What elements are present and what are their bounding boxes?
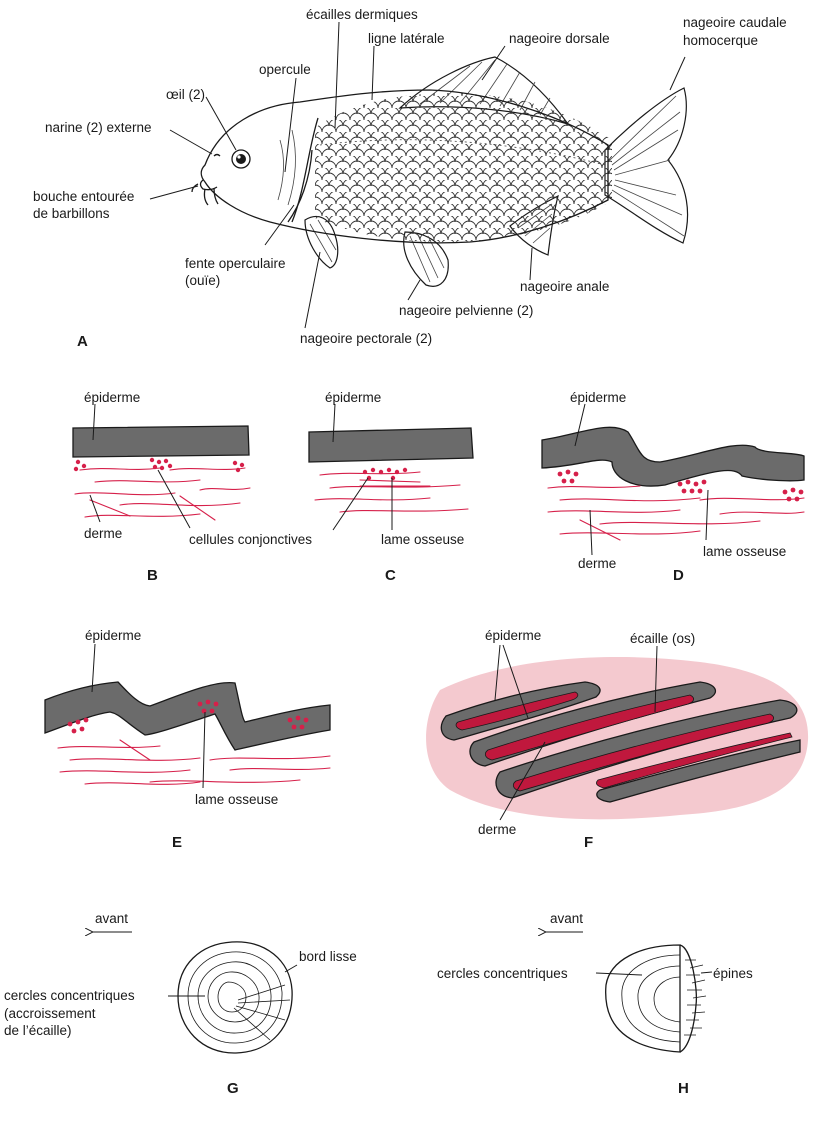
panel-g: avant bord lisse cercles concentriques (… — [4, 911, 357, 1097]
panel-letter-c: C — [385, 567, 396, 584]
dermis-fibres-b — [75, 468, 250, 520]
label-g-avant: avant — [95, 911, 128, 926]
eye-pupil — [236, 154, 246, 164]
scale-cycloid — [178, 942, 292, 1053]
operculum-lines — [278, 130, 295, 205]
label-barbillons: de barbillons — [33, 206, 110, 221]
scale-ctenoid — [606, 945, 706, 1052]
label-ligne-laterale: ligne latérale — [368, 31, 445, 46]
connective-cells-b — [74, 458, 244, 472]
panel-c: épiderme lame osseuse C — [309, 390, 473, 584]
panel-letter-d: D — [673, 567, 684, 584]
label-h-avant: avant — [550, 911, 583, 926]
panel-letter-b: B — [147, 567, 158, 584]
label-narine: narine (2) externe — [45, 120, 152, 135]
panel-letter-e: E — [172, 834, 182, 851]
label-g-bord-lisse: bord lisse — [299, 949, 357, 964]
nostril-mark — [214, 155, 220, 157]
panel-b: épiderme derme cellules conjonctives B — [73, 390, 312, 584]
panel-g-leader-lines — [168, 965, 297, 996]
label-ouie: (ouïe) — [185, 273, 220, 288]
caudal-fin — [605, 88, 688, 243]
label-f-derme: derme — [478, 822, 516, 837]
epidermis-b — [73, 426, 249, 457]
label-oeil: œil (2) — [166, 87, 205, 102]
label-e-lame: lame osseuse — [195, 792, 278, 807]
panel-e: épiderme lame osseuse E — [45, 628, 330, 851]
label-nageoire-pectorale: nageoire pectorale (2) — [300, 331, 432, 346]
label-g-de-lecaille: de l’écaille) — [4, 1023, 72, 1038]
panel-f: épiderme écaille (os) derme F — [426, 628, 808, 851]
label-b-cellules: cellules conjonctives — [189, 532, 312, 547]
label-ecailles-dermiques: écailles dermiques — [306, 7, 418, 22]
label-h-cercles: cercles concentriques — [437, 966, 568, 981]
label-d-epiderme: épiderme — [570, 390, 626, 405]
label-b-derme: derme — [84, 526, 122, 541]
operculum-edge — [292, 118, 318, 222]
label-nageoire-anale: nageoire anale — [520, 279, 609, 294]
barbel-3 — [192, 184, 198, 192]
label-d-lame: lame osseuse — [703, 544, 786, 559]
label-fente-operculaire: fente operculaire — [185, 256, 286, 271]
label-nageoire-dorsale: nageoire dorsale — [509, 31, 610, 46]
barbel-1 — [204, 189, 208, 205]
panel-a-fish: écailles dermiques ligne latérale nageoi… — [33, 7, 787, 350]
dermis-fibres-e — [58, 740, 330, 784]
label-nageoire-pelvienne: nageoire pelvienne (2) — [399, 303, 533, 318]
label-e-epiderme: épiderme — [85, 628, 141, 643]
epidermis-d — [542, 427, 804, 486]
label-d-derme: derme — [578, 556, 616, 571]
label-nageoire-caudale: nageoire caudale — [683, 15, 787, 30]
label-c-epiderme: épiderme — [325, 390, 381, 405]
label-opercule: opercule — [259, 62, 311, 77]
panel-b-leader-lines — [90, 404, 190, 528]
label-homocerque: homocerque — [683, 33, 758, 48]
panel-letter-a: A — [77, 333, 88, 350]
label-g-accroissement: (accroissement — [4, 1006, 96, 1021]
panel-d: épiderme derme lame osseuse D — [542, 390, 804, 584]
scales-texture — [300, 80, 620, 250]
panel-letter-g: G — [227, 1080, 239, 1097]
panel-letter-f: F — [584, 834, 593, 851]
label-g-cercles: cercles concentriques — [4, 988, 135, 1003]
panel-h: avant cercles concentriques épines H — [437, 911, 753, 1097]
label-c-lame: lame osseuse — [381, 532, 464, 547]
dermis-fibres-d — [548, 486, 804, 540]
panel-letter-h: H — [678, 1080, 689, 1097]
label-b-epiderme: épiderme — [84, 390, 140, 405]
label-bouche: bouche entourée — [33, 189, 134, 204]
label-h-epines: épines — [713, 966, 753, 981]
label-f-ecaille: écaille (os) — [630, 631, 695, 646]
epidermis-e — [45, 682, 330, 750]
label-f-epiderme: épiderme — [485, 628, 541, 643]
